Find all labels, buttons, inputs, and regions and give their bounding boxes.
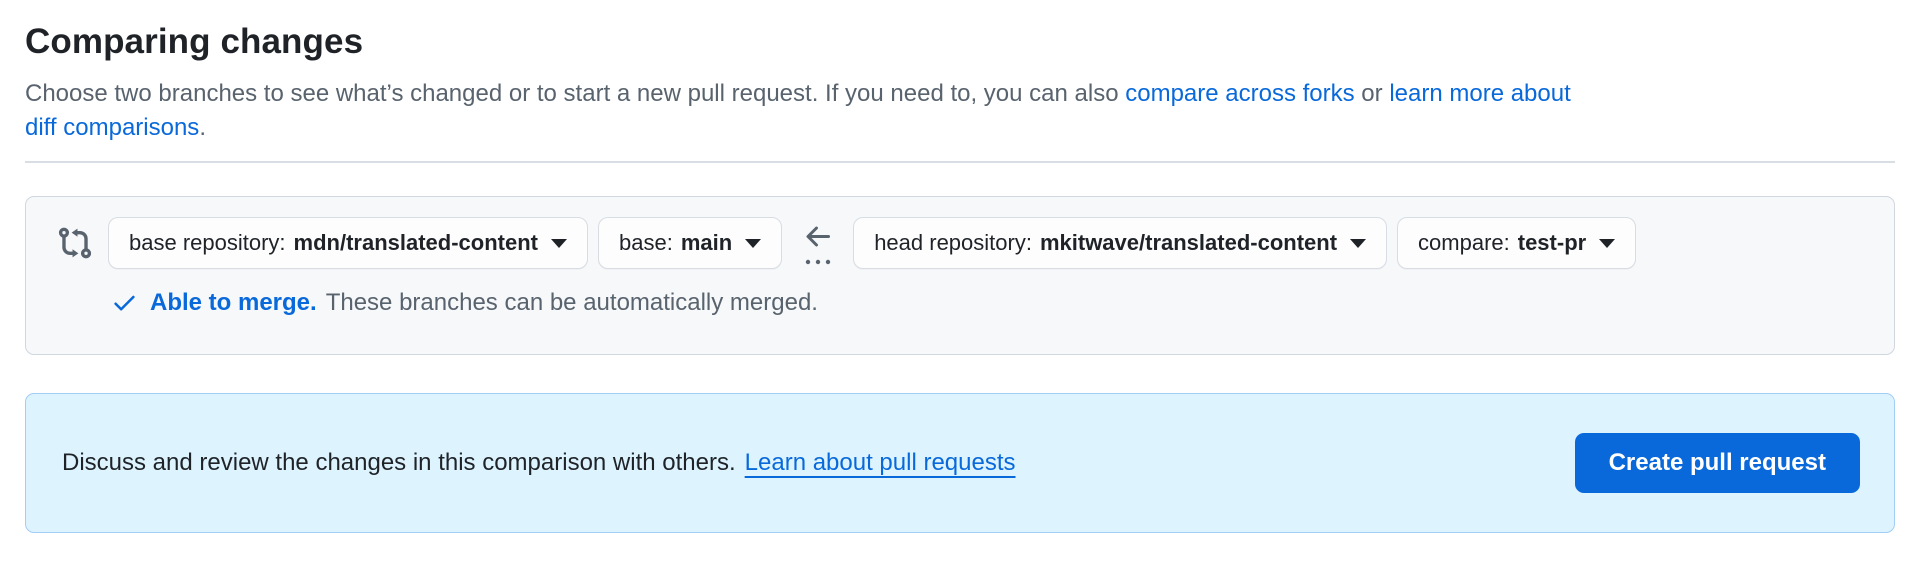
learn-more-link-line2: diff comparisons	[25, 114, 200, 141]
compare-across-forks-link[interactable]: compare across forks	[1125, 80, 1355, 107]
check-icon	[111, 289, 138, 316]
base-repository-select[interactable]: base repository: mdn/translated-content	[108, 217, 588, 269]
create-pull-request-button[interactable]: Create pull request	[1574, 433, 1860, 493]
base-branch-value: main	[680, 230, 733, 255]
intro-before-links: Choose two branches to see what’s change…	[25, 80, 1126, 107]
caret-down-icon	[1350, 238, 1367, 248]
compare-branch-value: test-pr	[1517, 230, 1587, 255]
base-branch-label: base:	[619, 230, 673, 255]
pull-request-banner: Discuss and review the changes in this c…	[25, 393, 1895, 533]
merge-status: Able to merge. These branches can be aut…	[111, 287, 1878, 318]
base-repository-value: mdn/translated-content	[293, 230, 538, 255]
divider	[25, 161, 1895, 163]
banner-message: Discuss and review the changes in this c…	[62, 449, 1016, 477]
ellipsis-icon	[805, 259, 831, 264]
merge-status-title: Able to merge.	[150, 289, 317, 316]
base-repository-label: base repository:	[129, 230, 286, 255]
caret-down-icon	[551, 238, 567, 248]
head-repository-value: mkitwave/translated-content	[1039, 230, 1338, 255]
compare-branch-label: compare:	[1418, 230, 1510, 255]
banner-message-text: Discuss and review the changes in this c…	[62, 449, 736, 476]
intro-text: Choose two branches to see what’s change…	[25, 77, 1895, 145]
base-branch-select[interactable]: base: main	[598, 217, 783, 269]
learn-more-diff-comparisons-link[interactable]: learn more about diff comparisons	[25, 80, 1571, 141]
compare-direction-indicator	[802, 221, 834, 266]
intro-period: .	[199, 114, 206, 141]
compare-changes-page: Comparing changes Choose two branches to…	[0, 20, 1920, 533]
intro-or-text: or	[1354, 80, 1390, 107]
merge-status-description: These branches can be automatically merg…	[325, 289, 818, 316]
learn-about-pull-requests-link[interactable]: Learn about pull requests	[744, 449, 1016, 476]
caret-down-icon	[745, 238, 762, 248]
branch-selector-row: base repository: mdn/translated-content …	[56, 217, 1878, 269]
arrow-left-icon	[806, 226, 831, 246]
branch-selector-box: base repository: mdn/translated-content …	[25, 196, 1895, 355]
head-repository-select[interactable]: head repository: mkitwave/translated-con…	[853, 217, 1388, 269]
head-repository-label: head repository:	[874, 230, 1032, 255]
compare-branch-select[interactable]: compare: test-pr	[1397, 217, 1637, 269]
git-compare-icon	[56, 224, 94, 262]
page-title: Comparing changes	[25, 22, 364, 61]
caret-down-icon	[1599, 238, 1616, 248]
learn-more-link-line1: learn more about	[1389, 80, 1571, 107]
